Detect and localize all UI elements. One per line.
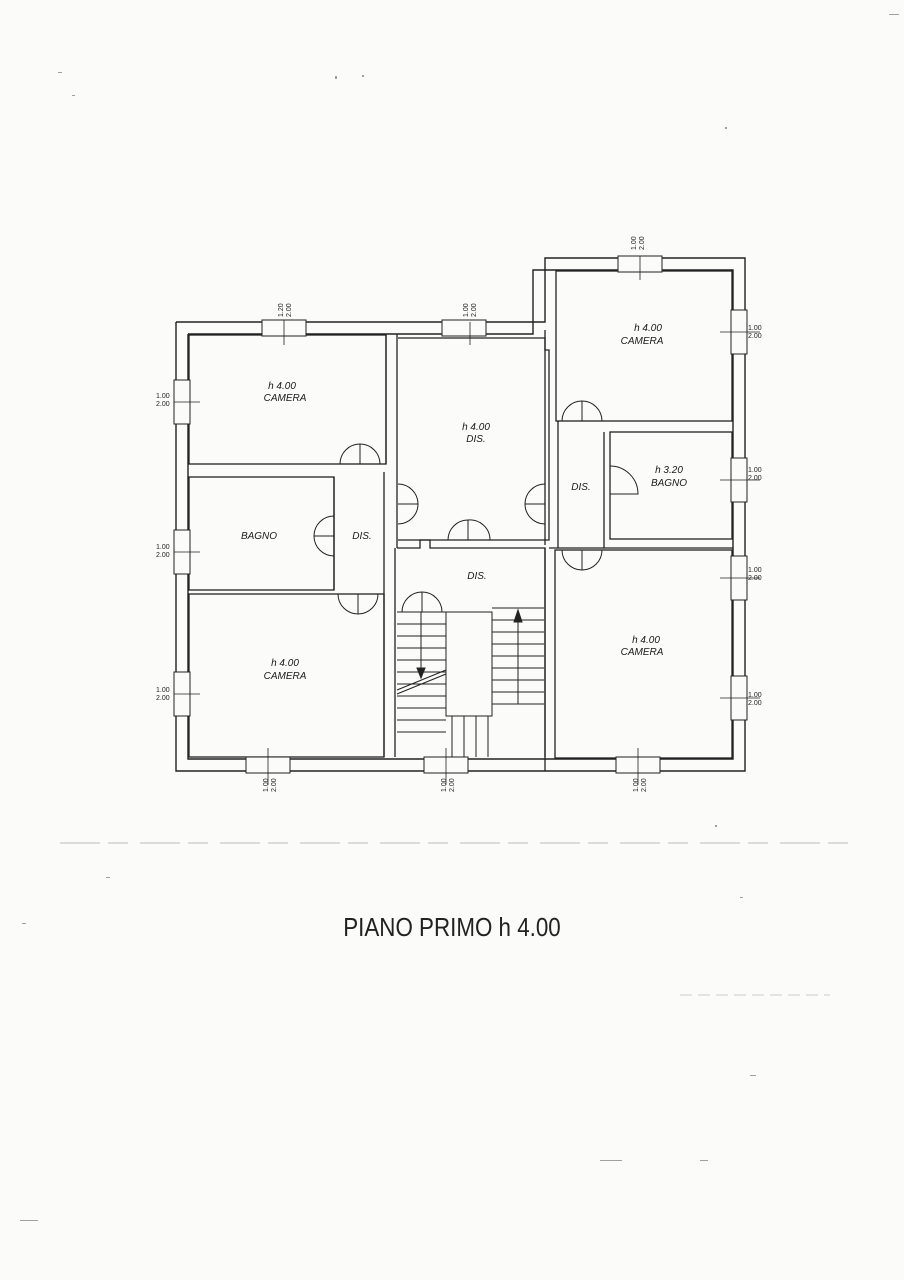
scan-noise: [20, 14, 899, 1221]
staircase: [396, 607, 544, 757]
room-bagno-e-name: BAGNO: [651, 478, 687, 489]
win-bottom-1-dim: 1.002.00: [263, 778, 278, 792]
room-camera-nw-name: CAMERA: [264, 393, 307, 404]
room-dis-w-name: DIS.: [352, 531, 371, 542]
room-camera-sw-name: CAMERA: [264, 671, 307, 682]
room-dis-stair-name: DIS.: [467, 571, 486, 582]
outer-walls: [175, 257, 746, 772]
win-top-2-dim: 1.002.00: [463, 303, 478, 317]
room-bagno-w-name: BAGNO: [241, 531, 277, 542]
room-camera-nw-height: h 4.00: [268, 381, 296, 392]
room-camera-se-height: h 4.00: [632, 635, 660, 646]
room-camera-ne-name: CAMERA: [621, 336, 664, 347]
room-camera-ne-height: h 4.00: [634, 323, 662, 334]
room-labels: h 4.00 CAMERA h 4.00 DIS. h 4.00 CAMERA …: [241, 323, 687, 682]
win-bottom-3-dim: 1.002.00: [633, 778, 648, 792]
room-dis-center-name: DIS.: [466, 434, 485, 445]
room-bagno-e-height: h 3.20: [655, 465, 683, 476]
room-dis-e-name: DIS.: [571, 482, 590, 493]
win-top-1-dim: 1.202.00: [278, 303, 293, 317]
window-leaders: [174, 256, 760, 785]
room-dis-center-height: h 4.00: [462, 422, 490, 433]
plan-title: PIANO PRIMO h 4.00: [343, 912, 561, 942]
win-top-3-dim: 1.002.00: [631, 236, 646, 250]
win-bottom-2-dim: 1.002.00: [441, 778, 456, 792]
doors: [313, 400, 639, 615]
room-camera-sw-height: h 4.00: [271, 658, 299, 669]
room-camera-se-name: CAMERA: [621, 647, 664, 658]
